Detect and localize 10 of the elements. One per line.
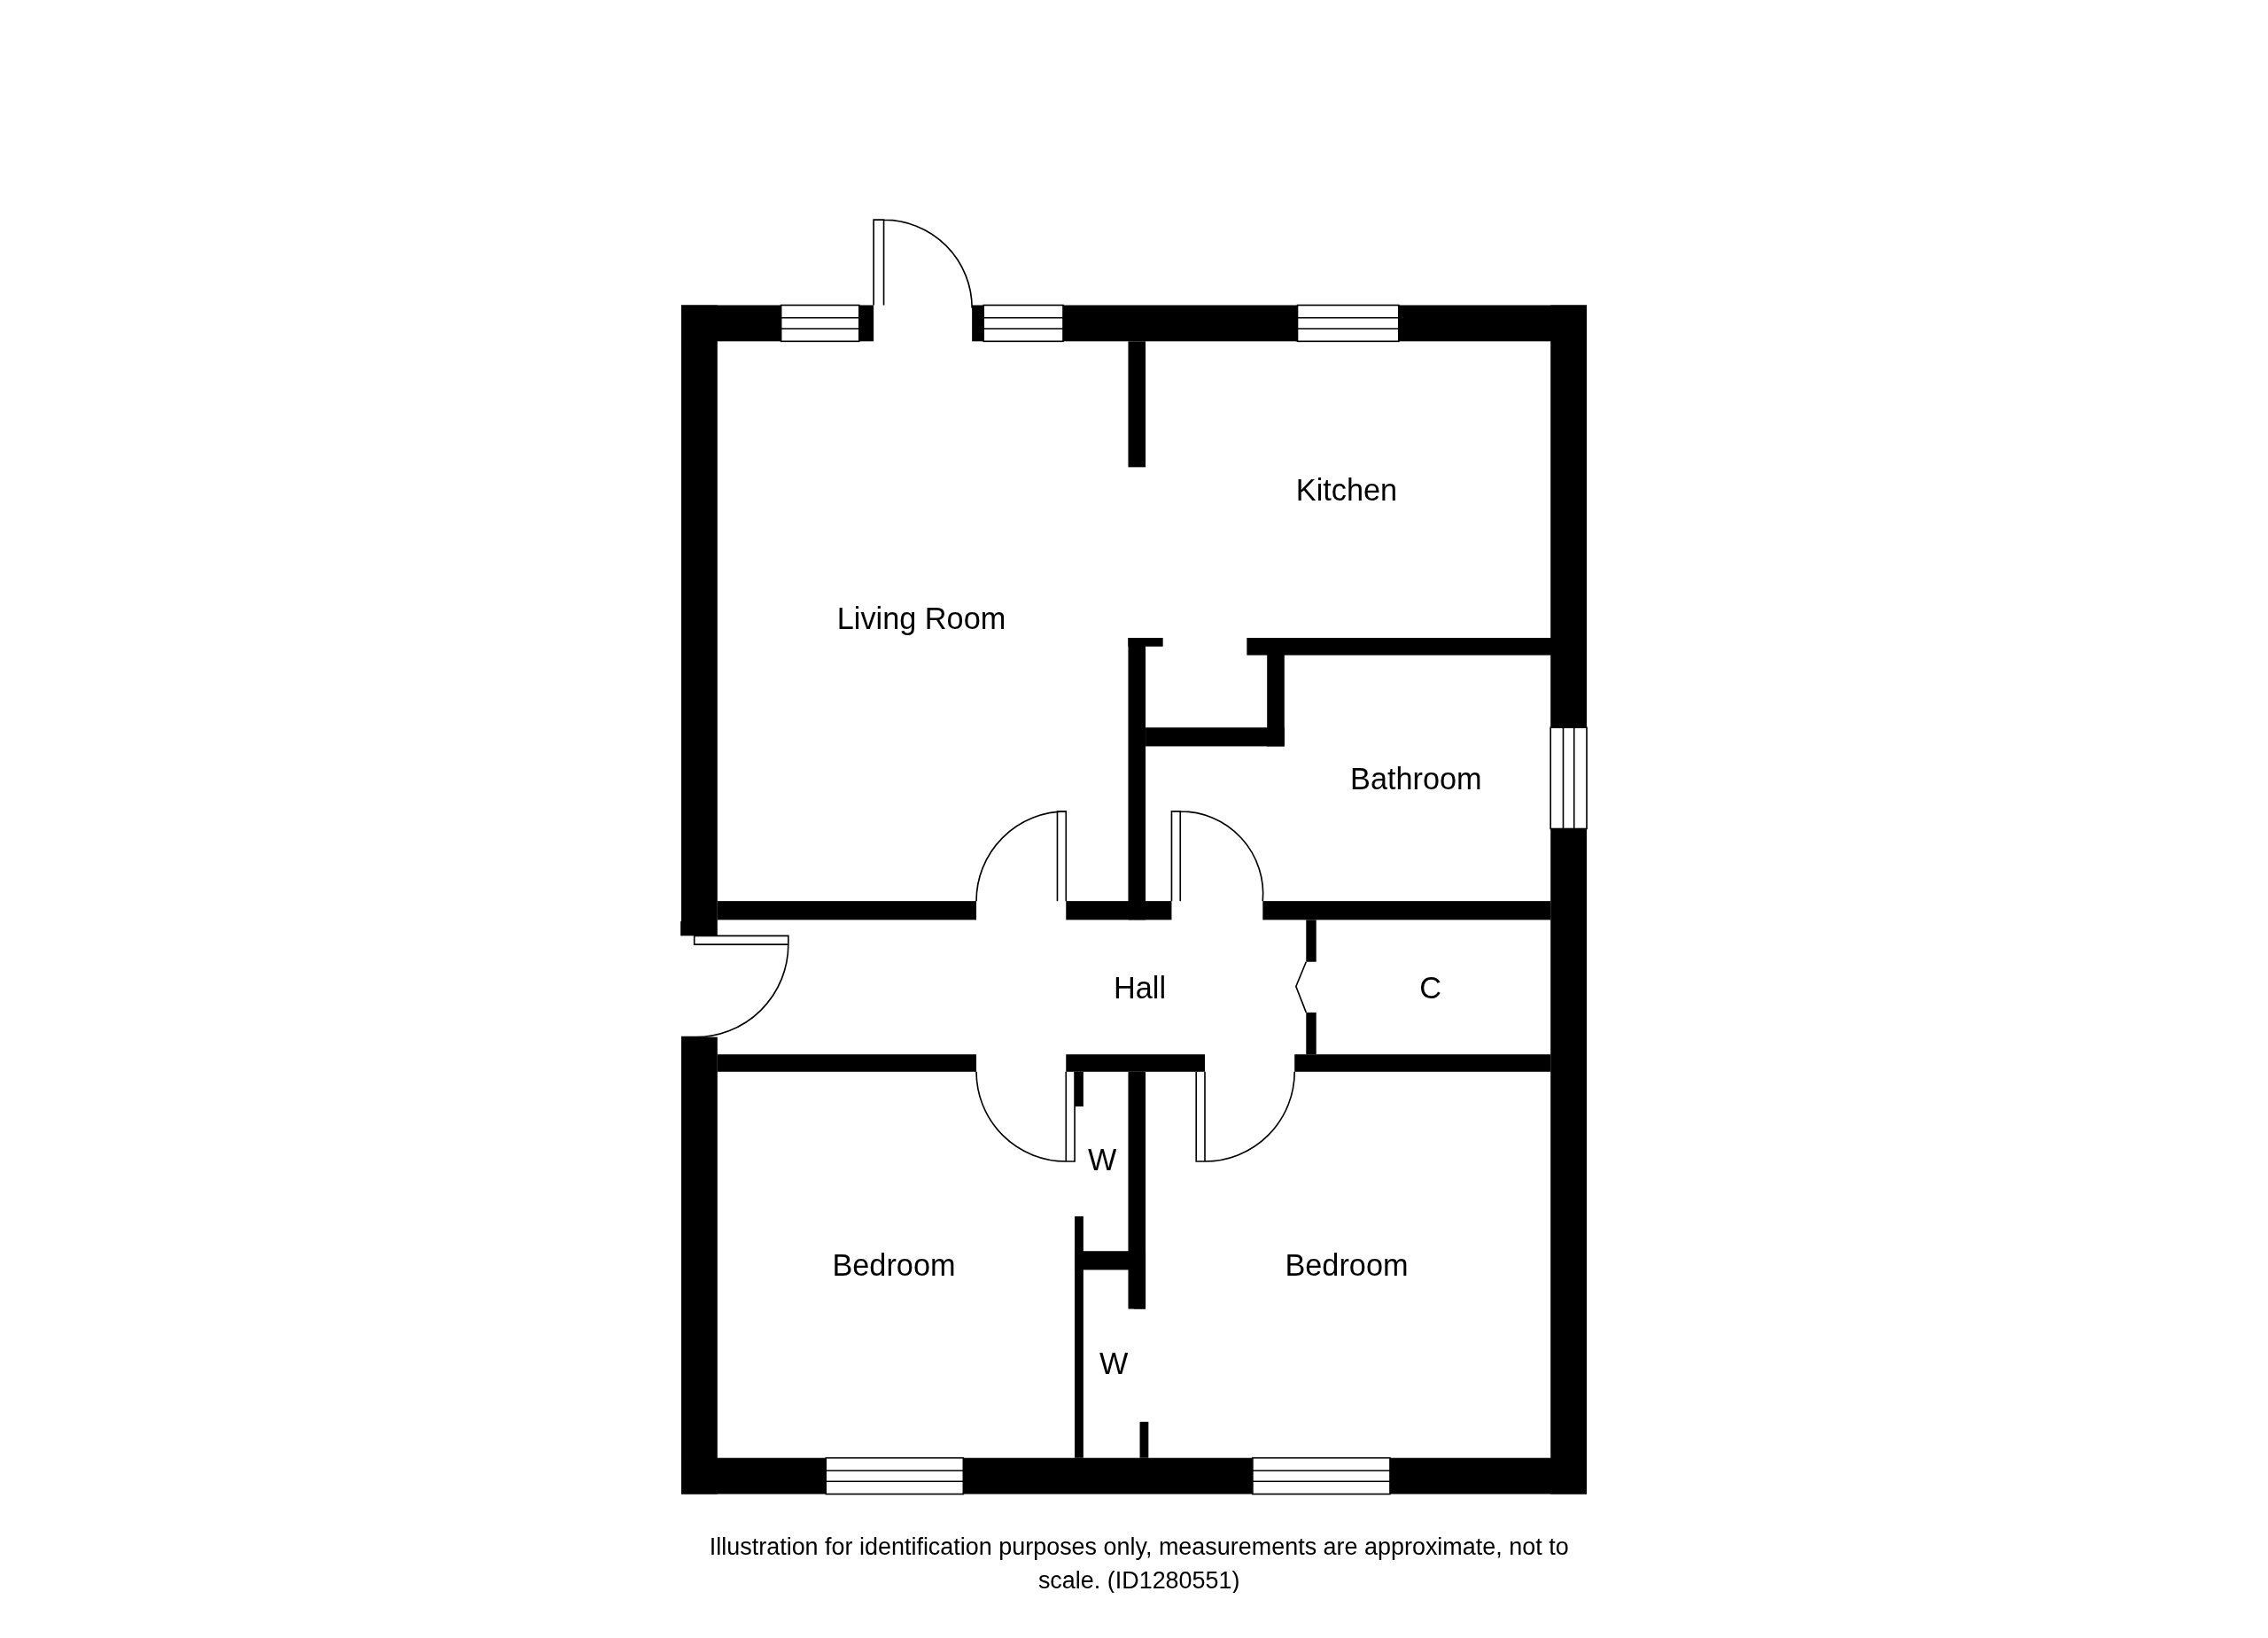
room-label: Bathroom	[1350, 762, 1482, 797]
room-label: Kitchen	[1295, 472, 1398, 508]
wardrobe-label: W	[1099, 1347, 1129, 1382]
room-label: Hall	[1114, 970, 1167, 1005]
caption: Illustration for identification purposes only, measurements are approximate, not to scale. (ID1280551)	[708, 1532, 1570, 1595]
room-label: Bedroom	[832, 1248, 956, 1284]
room-label: Bedroom	[1285, 1248, 1409, 1284]
closet-label: C	[1419, 970, 1442, 1005]
wardrobe-label: W	[1087, 1142, 1117, 1177]
room-label: Living Room	[836, 602, 1006, 637]
